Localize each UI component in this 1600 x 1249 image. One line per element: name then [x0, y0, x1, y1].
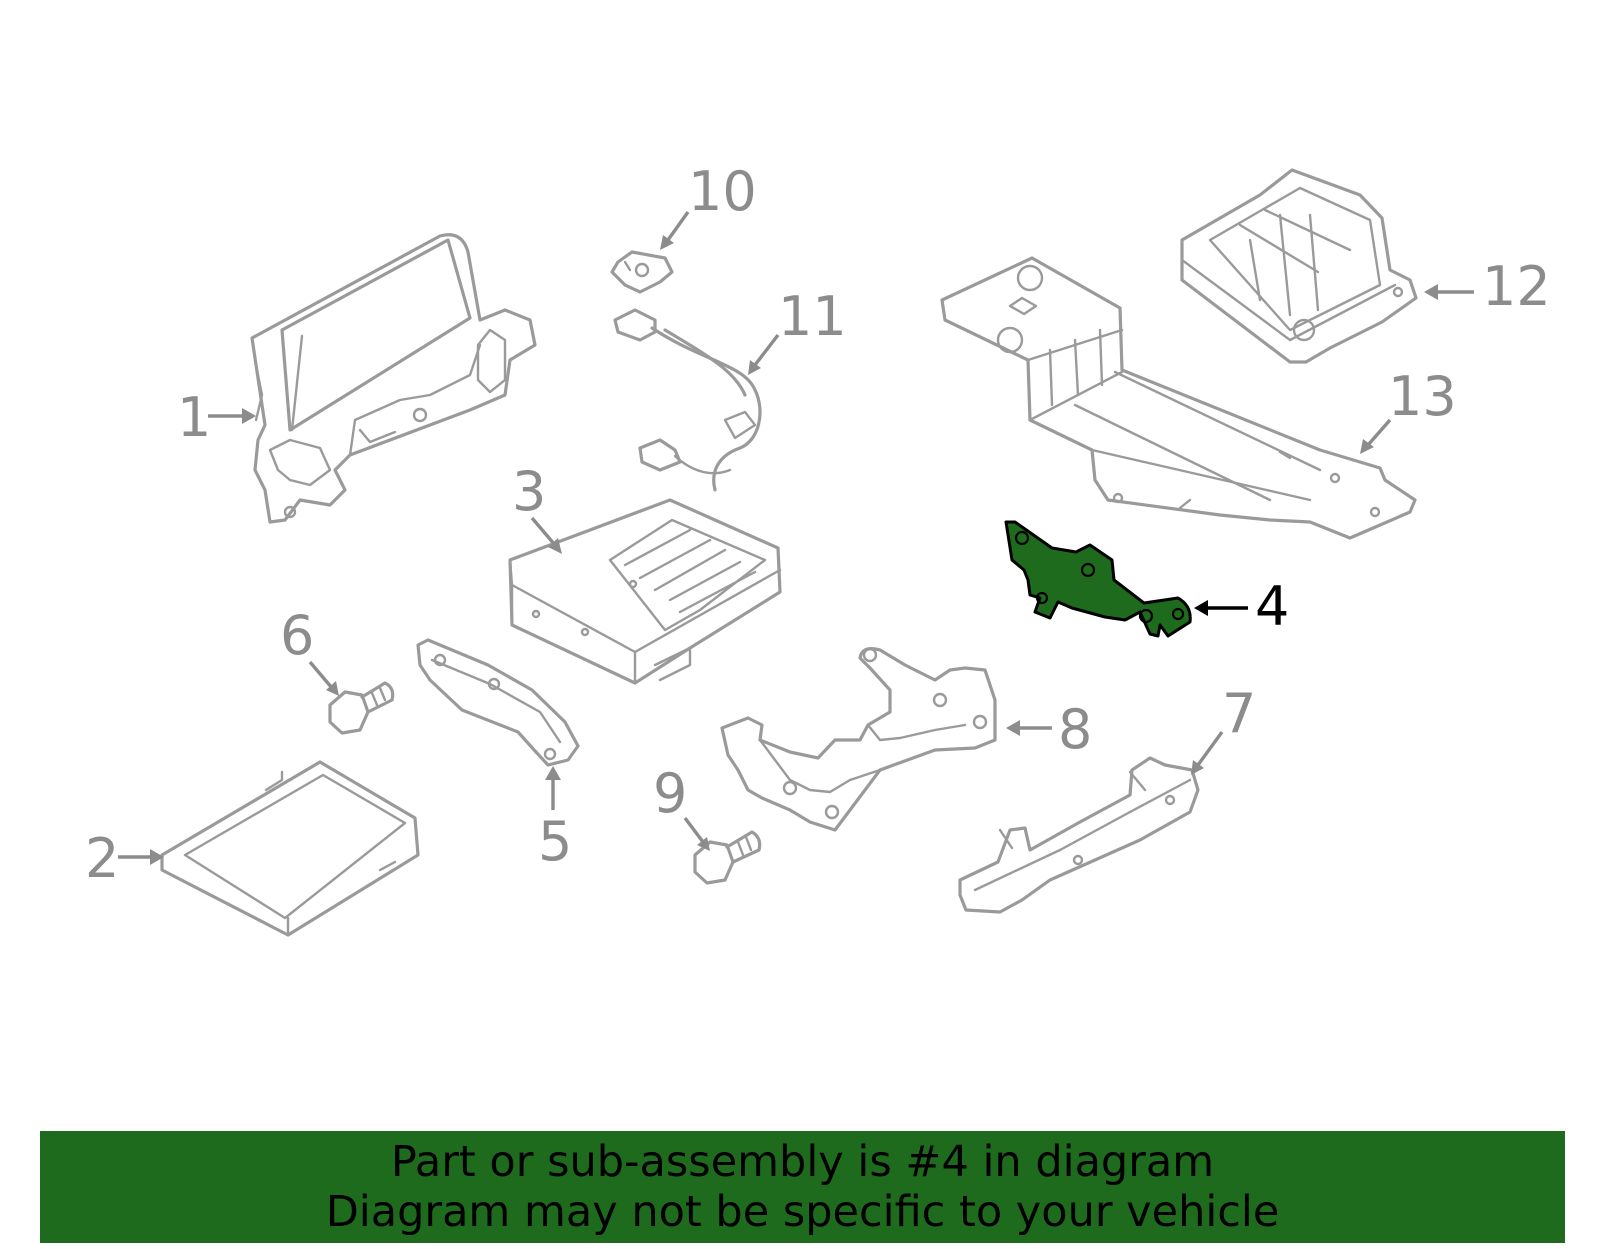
part-9-bolt[interactable] — [693, 830, 762, 885]
callout-2: 2 — [85, 827, 164, 890]
part-3-control-module[interactable] — [508, 498, 782, 685]
callout-label-5: 5 — [538, 810, 572, 873]
callout-7: 7 — [1191, 682, 1256, 775]
callout-label-4: 4 — [1255, 575, 1289, 638]
part-6-bolt[interactable] — [328, 681, 395, 735]
part-5-mounting-bracket[interactable] — [416, 638, 580, 767]
part-10-clip[interactable] — [610, 250, 674, 294]
part-11-wire-harness[interactable] — [613, 308, 762, 492]
callout-9: 9 — [653, 762, 710, 851]
callout-13: 13 — [1360, 365, 1457, 454]
callout-label-1: 1 — [177, 386, 211, 449]
callout-label-11: 11 — [778, 285, 847, 348]
info-banner: Part or sub-assembly is #4 in diagram Di… — [40, 1131, 1565, 1243]
callout-5: 5 — [538, 766, 572, 873]
callout-label-7: 7 — [1222, 682, 1256, 745]
callout-label-8: 8 — [1058, 698, 1092, 761]
part-8-support-bracket[interactable] — [720, 647, 997, 832]
part-12-sensor-module[interactable] — [1180, 168, 1418, 364]
part-2-cover-plate[interactable] — [160, 760, 420, 937]
callout-11: 11 — [748, 285, 847, 375]
callout-8: 8 — [1006, 698, 1092, 761]
part-4-bracket-highlighted[interactable] — [1004, 520, 1192, 638]
callout-label-10: 10 — [688, 160, 757, 223]
callout-4: 4 — [1194, 575, 1289, 638]
callout-10: 10 — [660, 160, 757, 250]
callout-6: 6 — [280, 604, 339, 696]
banner-line-1: Part or sub-assembly is #4 in diagram — [390, 1137, 1215, 1187]
callout-12: 12 — [1424, 255, 1551, 318]
part-7-rail-bracket[interactable] — [958, 756, 1200, 914]
callout-label-13: 13 — [1388, 365, 1457, 428]
callout-label-12: 12 — [1482, 255, 1551, 318]
callout-label-2: 2 — [85, 827, 119, 890]
banner-line-2: Diagram may not be specific to your vehi… — [325, 1187, 1280, 1237]
callout-3: 3 — [512, 460, 562, 554]
callout-1: 1 — [177, 386, 256, 449]
part-13-mounting-tray[interactable] — [940, 256, 1417, 540]
callout-label-9: 9 — [653, 762, 687, 825]
callout-label-3: 3 — [512, 460, 546, 523]
part-1-display-unit[interactable] — [250, 233, 537, 524]
callout-label-6: 6 — [280, 604, 314, 667]
